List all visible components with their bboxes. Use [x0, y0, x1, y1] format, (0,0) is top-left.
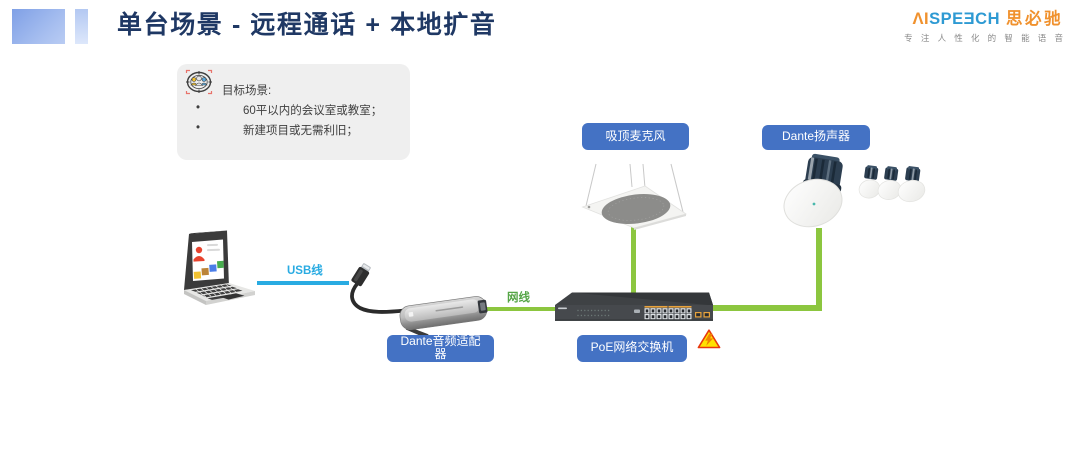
target-scene-bullet-1: 60平以内的会议室或教室；	[243, 105, 383, 117]
logo-mid: SPEƎCH	[929, 10, 1000, 28]
ethernet-cable-mic-to-switch	[631, 224, 636, 294]
usb-plug	[350, 263, 407, 314]
ethernet-cable-switch-to-speaker-vertical	[816, 228, 823, 311]
poe-network-switch	[555, 292, 713, 321]
logo-cn: 思必驰	[1006, 10, 1063, 28]
laptop-illustration	[184, 230, 255, 305]
ceiling-microphone	[581, 163, 687, 230]
usb-cable-label: USB线	[287, 265, 323, 277]
label-dante-speaker-text: Dante扬声器	[781, 129, 851, 144]
ethernet-cable-adapter-to-switch	[481, 306, 557, 312]
label-poe-switch: PoE网络交换机	[577, 334, 687, 362]
bullet-dot: •	[196, 121, 201, 134]
bullet-dot: •	[196, 102, 201, 114]
brand-tagline: 专注人性化的智能语音	[904, 33, 1072, 43]
ethernet-cable-switch-to-speaker-horizontal	[713, 304, 823, 311]
label-dante-adapter-text: Dante音频适配器	[400, 333, 481, 361]
meeting-target-icon	[185, 69, 213, 95]
label-dante-adapter: Dante音频适配器	[387, 333, 494, 362]
label-dante-speaker: Dante扬声器	[762, 124, 870, 150]
slide-title: 单台场景 - 远程通话 + 本地扩音	[117, 11, 497, 39]
brand-logo-wordmark: ΛISPEƎCH 思必驰	[912, 10, 1063, 28]
high-voltage-warning-icon	[697, 329, 721, 349]
label-ceiling-mic-text: 吸顶麦克风	[605, 128, 666, 143]
target-scene-heading: 目标场景:	[222, 85, 272, 97]
dante-speakers-group	[858, 165, 926, 203]
dante-speaker-main	[783, 153, 843, 228]
usb-cable-line	[257, 280, 349, 285]
label-ceiling-mic: 吸顶麦克风	[582, 123, 689, 150]
logo-prefix: ΛI	[912, 10, 930, 28]
ethernet-cable-label: 网线	[507, 292, 530, 304]
target-scene-bullet-2: 新建项目或无需利旧；	[243, 124, 358, 137]
header-deco-square-small	[75, 9, 88, 44]
dante-audio-adapter	[399, 296, 488, 336]
label-poe-switch-text: PoE网络交换机	[590, 340, 674, 355]
header-deco-square-large	[12, 9, 65, 44]
target-scene-box	[177, 64, 410, 160]
